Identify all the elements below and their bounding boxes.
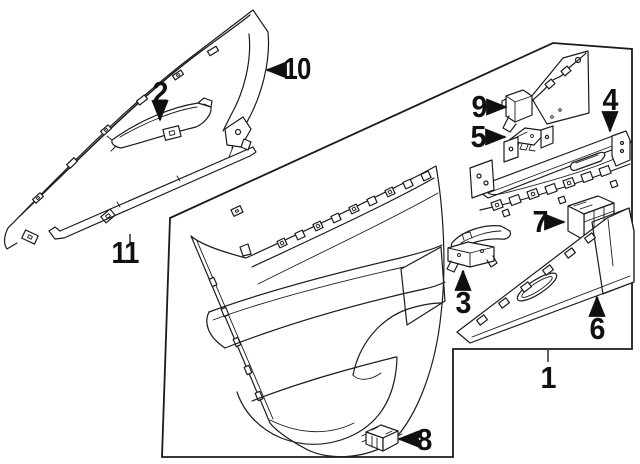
callout-2-label: 2 [153, 75, 168, 110]
callout-4: 4 [601, 82, 620, 133]
callout-7-label: 7 [533, 204, 548, 239]
callout-3-label: 3 [456, 285, 472, 320]
callout-6-label: 6 [590, 311, 606, 346]
callout-1-label: 1 [541, 360, 557, 395]
pull-handle-bracket-drawing [446, 225, 512, 273]
callout-2: 2 [151, 75, 169, 122]
callout-6: 6 [588, 295, 606, 346]
callout-7: 7 [533, 204, 566, 239]
callout-4-label: 4 [603, 82, 620, 117]
callout-10: 10 [265, 51, 312, 86]
callout-8-label: 8 [417, 422, 433, 457]
callout-9-label: 9 [472, 89, 488, 124]
callout-5-label: 5 [471, 119, 487, 154]
callout-11-label: 11 [112, 235, 140, 270]
callout-3: 3 [454, 269, 472, 320]
callout-9: 9 [472, 89, 508, 124]
armrest-support-bracket-drawing [469, 125, 633, 218]
callout-8: 8 [397, 422, 433, 457]
callout-10-label: 10 [284, 51, 311, 86]
assembly-box-outline [161, 42, 633, 458]
belt-weatherstrip-drawing [48, 138, 257, 240]
callout-5: 5 [471, 119, 507, 154]
courtesy-lamp-switch-drawing [361, 424, 403, 452]
callout-11: 11 [112, 234, 140, 270]
applique-trim-drawing [456, 207, 635, 344]
lock-actuator-harness-drawing [501, 50, 590, 133]
window-frame-weatherstrip-drawing [3, 9, 270, 250]
door-trim-panel-drawing [190, 165, 446, 458]
callout-1: 1 [541, 350, 557, 395]
